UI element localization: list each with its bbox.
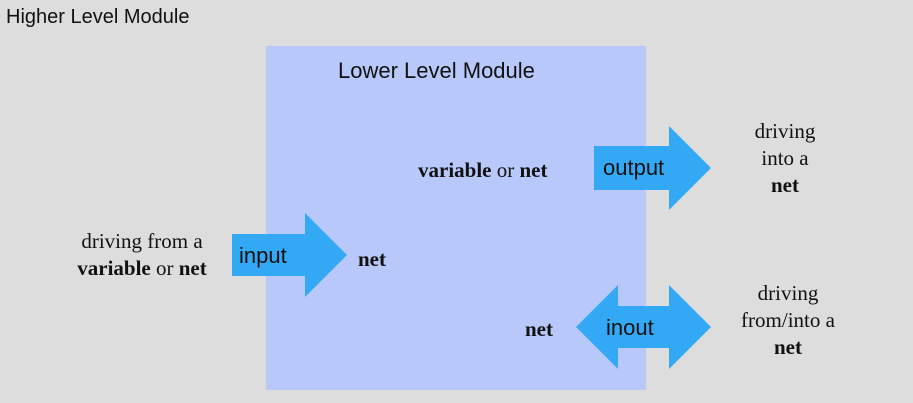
inout-inside-net: net [525,317,553,341]
output-outside-label: driving into a net [725,118,845,199]
inout-outside-label: driving from/into a net [718,280,858,361]
inout-arrow [576,285,711,369]
output-outside-line2: into a [761,146,809,170]
lower-level-module-title: Lower Level Module [338,58,535,83]
output-inside-label: variable or net [418,157,548,184]
input-arrow-label: input [239,243,287,268]
output-arrow [594,126,711,210]
or-conjunction: or [496,158,515,182]
variable-term: variable [418,158,492,182]
variable-term: variable [77,256,151,280]
inout-outside-line1: driving [757,281,819,305]
inout-arrow-label: inout [606,315,654,340]
input-arrow [232,213,347,297]
inout-outside-line2: from/into a [741,308,835,332]
net-term: net [519,158,548,182]
or-conjunction: or [156,256,174,280]
output-outside-net: net [771,173,799,197]
higher-level-module-title: Higher Level Module [6,6,190,28]
output-arrow-label: output [603,155,665,180]
input-outside-line1: driving from a [81,229,203,253]
inout-outside-net: net [774,335,802,359]
input-outside-label: driving from a variable or net [52,228,232,282]
output-outside-line1: driving [754,119,816,143]
net-term: net [178,256,207,280]
input-inside-net: net [358,247,386,271]
